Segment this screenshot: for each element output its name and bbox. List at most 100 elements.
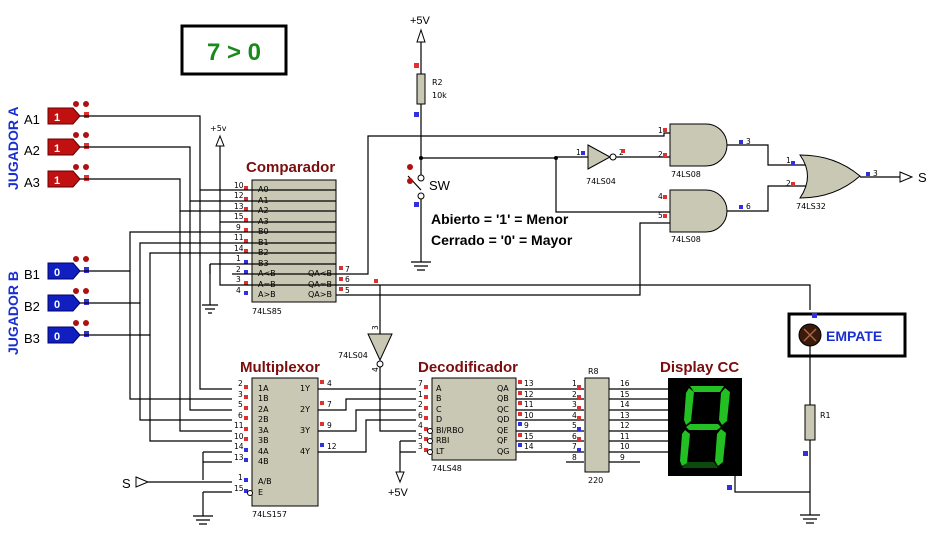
svg-text:4Y: 4Y (300, 447, 310, 456)
svg-text:11: 11 (234, 233, 244, 242)
svg-text:RBI: RBI (436, 436, 449, 445)
svg-text:3: 3 (746, 137, 751, 146)
svg-text:15: 15 (234, 212, 244, 221)
svg-text:B: B (436, 394, 442, 403)
svg-text:14: 14 (524, 442, 534, 451)
svg-text:74LS04: 74LS04 (586, 177, 616, 186)
svg-text:0: 0 (54, 331, 60, 343)
svg-text:13: 13 (620, 411, 630, 420)
svg-text:C: C (436, 405, 442, 414)
svg-text:9: 9 (524, 421, 529, 430)
svg-text:12: 12 (327, 442, 337, 451)
svg-text:10: 10 (234, 181, 244, 190)
svg-text:3: 3 (572, 400, 577, 409)
svg-text:R2: R2 (432, 78, 443, 87)
svg-text:10: 10 (620, 442, 630, 451)
svg-text:74LS157: 74LS157 (252, 510, 287, 519)
input-a3[interactable]: A3 1 (24, 164, 89, 190)
svg-text:10: 10 (524, 411, 534, 420)
inverter-mid: 3 4 74LS04 (338, 279, 416, 432)
svg-text:220: 220 (588, 476, 603, 485)
svg-text:QD: QD (497, 415, 509, 424)
svg-text:Display CC: Display CC (660, 359, 739, 376)
svg-text:74LS32: 74LS32 (796, 202, 826, 211)
svg-text:8: 8 (572, 453, 577, 462)
svg-text:74LS48: 74LS48 (432, 464, 462, 473)
svg-text:1Y: 1Y (300, 384, 310, 393)
svg-text:QC: QC (497, 405, 509, 414)
svg-text:A: A (436, 384, 442, 393)
svg-text:6: 6 (238, 411, 243, 420)
svg-text:+5V: +5V (388, 487, 409, 499)
svg-text:B2: B2 (24, 299, 40, 314)
svg-text:9: 9 (620, 453, 625, 462)
svg-text:6: 6 (345, 275, 350, 284)
svg-text:7: 7 (327, 400, 332, 409)
svg-text:B3: B3 (24, 331, 40, 346)
svg-text:6: 6 (746, 202, 751, 211)
svg-text:15: 15 (524, 432, 534, 441)
svg-text:1: 1 (658, 126, 663, 135)
svg-text:15: 15 (620, 390, 630, 399)
svg-text:9: 9 (236, 223, 241, 232)
player-b-label: JUGADOR B (5, 271, 21, 355)
svg-text:12: 12 (620, 421, 630, 430)
svg-text:9: 9 (327, 421, 332, 430)
svg-text:2: 2 (236, 265, 241, 274)
svg-text:BI/RBO: BI/RBO (436, 426, 464, 435)
input-s-label: S (122, 476, 131, 491)
svg-text:74LS04: 74LS04 (338, 351, 368, 360)
svg-text:13: 13 (524, 379, 534, 388)
svg-text:5: 5 (572, 421, 577, 430)
svg-text:15: 15 (234, 484, 244, 493)
svg-text:12: 12 (524, 390, 534, 399)
svg-text:1: 1 (576, 148, 581, 157)
svg-text:1: 1 (238, 473, 243, 482)
input-b2[interactable]: B2 0 (24, 288, 89, 314)
svg-text:4: 4 (371, 367, 380, 372)
input-b3[interactable]: B3 0 (24, 320, 89, 346)
resistor-pack: R8 220 1 2 3 4 5 6 7 8 16 15 14 13 12 11… (566, 367, 668, 485)
svg-text:0: 0 (54, 299, 60, 311)
svg-text:A/B: A/B (258, 477, 272, 486)
svg-text:10: 10 (234, 432, 244, 441)
svg-text:4A: 4A (258, 447, 269, 456)
svg-text:3B: 3B (258, 436, 269, 445)
svg-text:+5v: +5v (210, 124, 227, 133)
empate-indicator: EMPATE R1 (787, 312, 907, 524)
comparator-power: +5v (202, 124, 232, 314)
svg-text:7: 7 (572, 442, 577, 451)
switch-note-closed: Cerrado = '0' = Mayor (431, 232, 573, 248)
svg-text:2: 2 (658, 150, 663, 159)
svg-text:3: 3 (236, 275, 241, 284)
player-a-label: JUGADOR A (5, 107, 21, 191)
input-a2[interactable]: A2 1 (24, 132, 89, 158)
svg-text:Comparador: Comparador (246, 159, 335, 176)
svg-text:13: 13 (234, 202, 244, 211)
comparator-output-wires (336, 132, 811, 334)
svg-text:10k: 10k (432, 91, 447, 100)
svg-text:1: 1 (418, 390, 423, 399)
seven-segment-display: Display CC (660, 359, 810, 493)
input-a1[interactable]: A1 1 (24, 101, 89, 127)
wires-a (80, 115, 232, 432)
svg-text:74LS08: 74LS08 (671, 170, 701, 179)
svg-text:QA>B: QA>B (308, 290, 332, 299)
svg-text:12: 12 (234, 191, 244, 200)
and-gate-top: 1 2 3 74LS08 (658, 123, 808, 179)
svg-text:0: 0 (54, 267, 60, 279)
input-b1[interactable]: B1 0 (24, 256, 89, 282)
svg-text:4: 4 (572, 411, 577, 420)
svg-text:5: 5 (345, 286, 350, 295)
svg-text:4B: 4B (258, 457, 269, 466)
svg-text:1: 1 (572, 379, 577, 388)
svg-text:2: 2 (238, 379, 243, 388)
svg-text:14: 14 (620, 400, 630, 409)
svg-text:3A: 3A (258, 426, 269, 435)
svg-text:4: 4 (327, 379, 332, 388)
svg-text:5: 5 (658, 211, 663, 220)
